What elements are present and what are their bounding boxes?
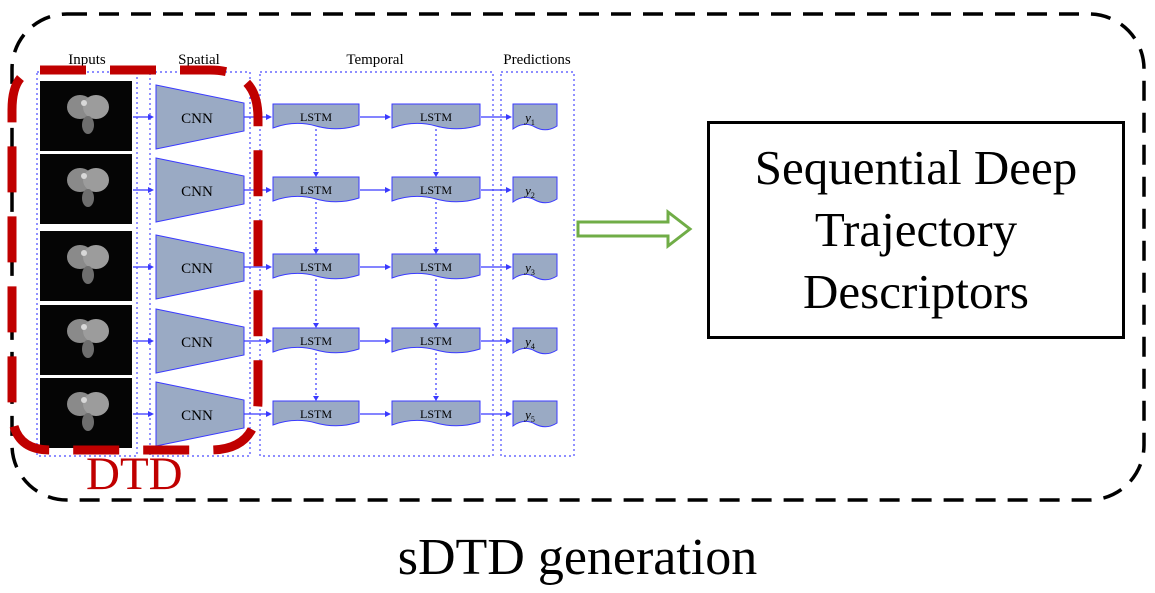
lstm-a-block-4 bbox=[272, 327, 360, 354]
recurrent-b-3-head bbox=[433, 323, 439, 328]
recurrent-b-1-head bbox=[433, 172, 439, 177]
scan-right-lobe-3 bbox=[83, 245, 109, 269]
arrow-lstm-pred-4-head bbox=[506, 338, 512, 344]
arrow-lstm-pred-3-head bbox=[506, 264, 512, 270]
prediction-label-5: y5 bbox=[523, 407, 535, 424]
descriptor-box: Sequential Deep Trajectory Descriptors bbox=[707, 121, 1125, 339]
arrow-input-cnn-5-head bbox=[148, 411, 154, 417]
green-output-arrow bbox=[576, 208, 693, 250]
inputs-frame bbox=[36, 71, 138, 457]
header-temporal: Temporal bbox=[346, 52, 403, 68]
cnn-block-5 bbox=[155, 381, 245, 447]
header-inputs: Inputs bbox=[68, 52, 106, 68]
prediction-label-4: y4 bbox=[523, 334, 535, 351]
lstm-a-label-4: LSTM bbox=[300, 334, 332, 348]
arrow-cnn-lstm-3-head bbox=[266, 264, 272, 270]
arrow-lstm-lstm-4-head bbox=[385, 338, 391, 344]
lstm-a-block-5 bbox=[272, 400, 360, 427]
lstm-a-label-5: LSTM bbox=[300, 407, 332, 421]
prediction-block-2 bbox=[512, 176, 558, 204]
cnn-block-3 bbox=[155, 234, 245, 300]
prediction-block-4 bbox=[512, 327, 558, 355]
arrow-input-cnn-4-head bbox=[148, 338, 154, 344]
scan-stem-3 bbox=[82, 266, 94, 284]
lstm-a-label-1: LSTM bbox=[300, 110, 332, 124]
scan-right-lobe-4 bbox=[83, 319, 109, 343]
arrow-input-cnn-1-head bbox=[148, 114, 154, 120]
arrow-lstm-lstm-1-head bbox=[385, 114, 391, 120]
cnn-block-1 bbox=[155, 84, 245, 150]
arrow-lstm-pred-1-head bbox=[506, 114, 512, 120]
lstm-b-block-5 bbox=[391, 400, 481, 427]
recurrent-b-4-head bbox=[433, 396, 439, 401]
scan-stem-4 bbox=[82, 340, 94, 358]
scan-right-lobe-1 bbox=[83, 95, 109, 119]
lstm-b-label-3: LSTM bbox=[420, 260, 452, 274]
prediction-block-1 bbox=[512, 103, 558, 131]
dtd-dashed-boundary bbox=[7, 65, 263, 455]
lstm-b-label-4: LSTM bbox=[420, 334, 452, 348]
arrow-lstm-pred-5-head bbox=[506, 411, 512, 417]
arrow-input-cnn-3-head bbox=[148, 264, 154, 270]
lstm-a-block-3 bbox=[272, 253, 360, 280]
cnn-label-1: CNN bbox=[181, 111, 213, 127]
scan-highlight-3 bbox=[81, 250, 87, 256]
lstm-b-block-4 bbox=[391, 327, 481, 354]
lstm-b-label-2: LSTM bbox=[420, 183, 452, 197]
scan-stem-2 bbox=[82, 189, 94, 207]
arrow-cnn-lstm-1-head bbox=[266, 114, 272, 120]
prediction-label-1: y1 bbox=[523, 110, 535, 127]
lstm-b-label-1: LSTM bbox=[420, 110, 452, 124]
header-predictions: Predictions bbox=[503, 52, 571, 68]
lstm-b-block-1 bbox=[391, 103, 481, 130]
recurrent-a-2-head bbox=[313, 249, 319, 254]
dtd-label: DTD bbox=[86, 448, 183, 500]
recurrent-a-4-head bbox=[313, 396, 319, 401]
cnn-block-2 bbox=[155, 157, 245, 223]
lstm-a-label-3: LSTM bbox=[300, 260, 332, 274]
recurrent-a-1-head bbox=[313, 172, 319, 177]
lstm-b-block-2 bbox=[391, 176, 481, 203]
recurrent-a-3-head bbox=[313, 323, 319, 328]
scan-stem-5 bbox=[82, 413, 94, 431]
arrow-lstm-pred-2-head bbox=[506, 187, 512, 193]
lstm-a-block-2 bbox=[272, 176, 360, 203]
descriptor-line-3: Descriptors bbox=[803, 264, 1029, 319]
arrow-cnn-lstm-5-head bbox=[266, 411, 272, 417]
scan-highlight-2 bbox=[81, 173, 87, 179]
cnn-label-5: CNN bbox=[181, 408, 213, 424]
lstm-a-label-2: LSTM bbox=[300, 183, 332, 197]
arrow-lstm-lstm-2-head bbox=[385, 187, 391, 193]
arrow-lstm-lstm-3-head bbox=[385, 264, 391, 270]
descriptor-line-2: Trajectory bbox=[814, 202, 1018, 257]
cnn-label-4: CNN bbox=[181, 335, 213, 351]
scan-right-lobe-5 bbox=[83, 392, 109, 416]
descriptor-line-1: Sequential Deep bbox=[754, 140, 1078, 195]
lstm-b-block-3 bbox=[391, 253, 481, 280]
arrow-cnn-lstm-2-head bbox=[266, 187, 272, 193]
arrow-lstm-lstm-5-head bbox=[385, 411, 391, 417]
predictions-frame bbox=[500, 71, 575, 457]
prediction-label-2: y2 bbox=[523, 183, 535, 200]
cnn-block-4 bbox=[155, 308, 245, 374]
scan-right-lobe-2 bbox=[83, 168, 109, 192]
cnn-label-3: CNN bbox=[181, 261, 213, 277]
caption: sDTD generation bbox=[397, 529, 758, 586]
scan-highlight-4 bbox=[81, 324, 87, 330]
prediction-block-5 bbox=[512, 400, 558, 428]
prediction-label-3: y3 bbox=[523, 260, 535, 277]
lstm-a-block-1 bbox=[272, 103, 360, 130]
scan-highlight-1 bbox=[81, 100, 87, 106]
arrow-input-cnn-2-head bbox=[148, 187, 154, 193]
recurrent-b-2-head bbox=[433, 249, 439, 254]
scan-highlight-5 bbox=[81, 397, 87, 403]
arrow-cnn-lstm-4-head bbox=[266, 338, 272, 344]
scan-stem-1 bbox=[82, 116, 94, 134]
cnn-label-2: CNN bbox=[181, 184, 213, 200]
prediction-block-3 bbox=[512, 253, 558, 281]
header-spatial: Spatial bbox=[178, 52, 220, 68]
lstm-b-label-5: LSTM bbox=[420, 407, 452, 421]
